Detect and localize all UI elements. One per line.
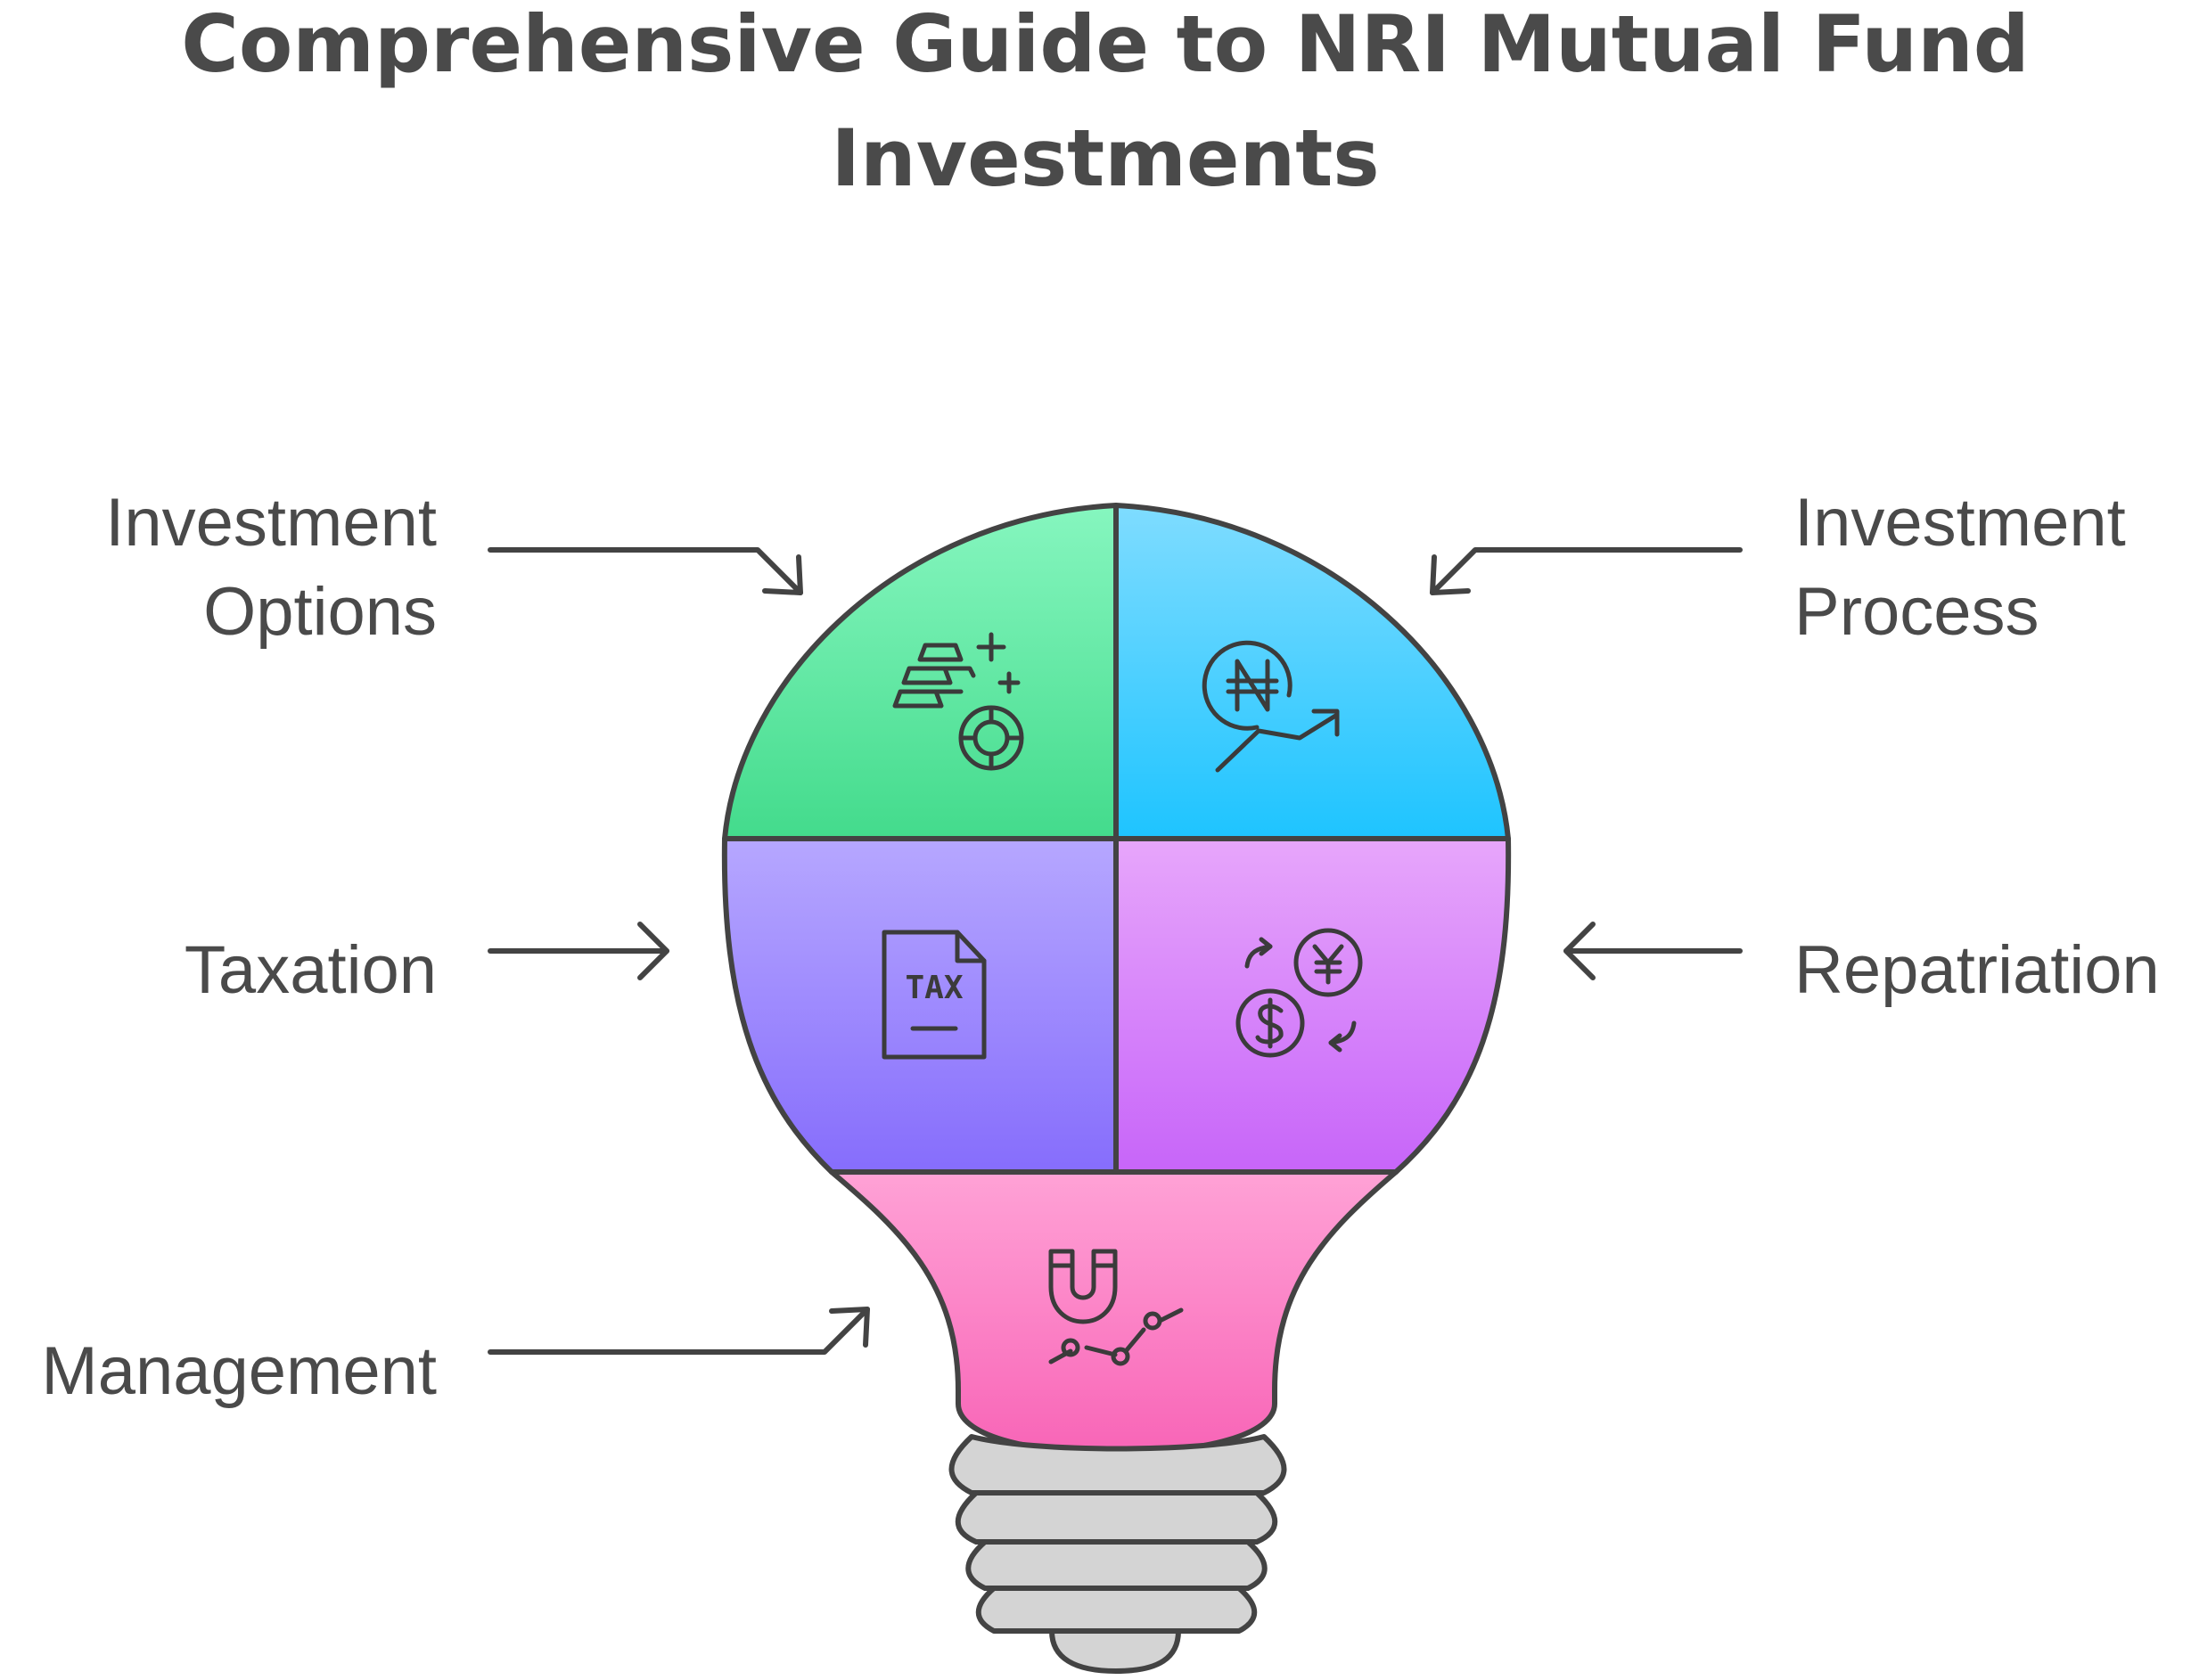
arrow-management	[488, 1307, 870, 1355]
tax-icon-label: TAX	[905, 970, 963, 1006]
label-investment-process-line-2: Process	[1794, 574, 2039, 650]
label-repatriation: Repatriation	[1794, 932, 2160, 1008]
segment-investment-process	[1113, 503, 1511, 841]
tax-document-icon: TAX	[882, 930, 987, 1060]
gold-bars-coin-icon	[892, 632, 1024, 771]
magnet-chart-icon	[1048, 1249, 1184, 1366]
segment-repatriation	[1113, 836, 1512, 1175]
label-investment-process-line-1: Investment	[1794, 485, 2126, 561]
currency-exchange-icon	[1235, 928, 1363, 1058]
segment-investment-options	[722, 503, 1119, 841]
naira-growth-icon	[1202, 640, 1340, 773]
bulb-base	[948, 1434, 1287, 1674]
arrow-repatriation	[1563, 922, 1743, 980]
arrow-investment-options	[488, 547, 803, 595]
page-title-line-1: Comprehensive Guide to NRI Mutual Fund	[181, 0, 2029, 90]
label-investment-options-line-1: Investment	[105, 485, 437, 561]
segment-management	[829, 1169, 1399, 1455]
label-taxation: Taxation	[185, 932, 437, 1008]
label-management: Management	[41, 1333, 437, 1409]
arrow-investment-process	[1430, 547, 1743, 595]
label-investment-options-line-2: Options	[203, 574, 437, 650]
page-title-line-2: Investments	[831, 112, 1379, 204]
segment-taxation	[721, 836, 1119, 1175]
arrow-taxation	[488, 922, 669, 980]
